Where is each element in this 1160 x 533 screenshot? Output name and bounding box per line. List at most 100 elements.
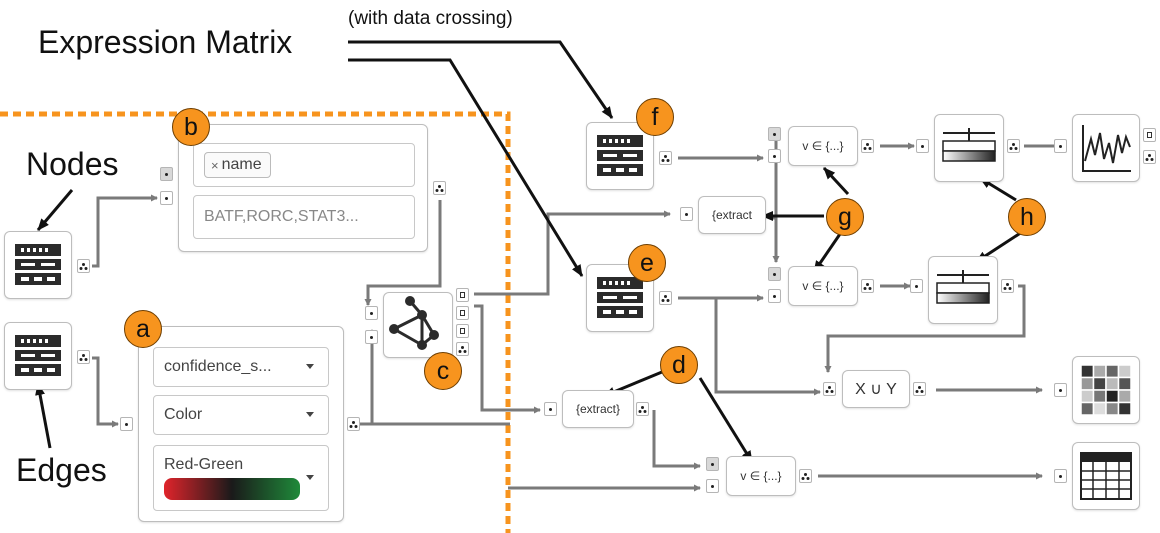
membership-mid-out[interactable] — [861, 279, 874, 293]
table-view-node[interactable] — [1072, 442, 1140, 510]
with-data-crossing-label: (with data crossing) — [348, 8, 513, 29]
filter-in-port-2[interactable] — [160, 191, 173, 205]
network-out-port-2[interactable] — [456, 306, 469, 320]
edges-data-node[interactable] — [4, 322, 72, 390]
network-out-port-3[interactable] — [456, 324, 469, 338]
arrow-g-3 — [812, 233, 842, 273]
arrow-nodes — [36, 189, 74, 231]
chevron-down-icon — [306, 412, 314, 417]
chevron-down-icon — [306, 475, 314, 480]
filter-panel: ×name BATF,RORC,STAT3... — [178, 124, 428, 252]
matrix-e-out-port[interactable] — [659, 291, 672, 305]
wire-network-extract-top — [474, 210, 671, 296]
extract-d-out-port[interactable] — [636, 402, 649, 416]
badge-f: f — [636, 98, 674, 136]
wire-visual-network — [360, 329, 376, 426]
data-table-icon — [15, 335, 61, 376]
dashed-divider — [0, 111, 511, 533]
filter-in-port-1[interactable] — [160, 167, 173, 181]
membership-node-bottom[interactable]: v ∈ {...} — [726, 456, 796, 496]
colormap-gradient — [164, 478, 300, 500]
membership-top-in-1[interactable] — [768, 127, 781, 141]
network-in-port-2[interactable] — [365, 330, 378, 344]
distribution-mid-in[interactable] — [910, 279, 923, 293]
network-view-node[interactable] — [383, 292, 453, 358]
tag-input[interactable]: ×name — [193, 143, 415, 187]
arrow-expr-e — [348, 58, 584, 277]
visual-out-port[interactable] — [347, 417, 360, 431]
line-chart-in[interactable] — [1054, 139, 1067, 153]
visual-in-port[interactable] — [120, 417, 133, 431]
tag-name[interactable]: ×name — [204, 152, 271, 178]
network-out-port-1[interactable] — [456, 288, 469, 302]
network-in-port-1[interactable] — [365, 306, 378, 320]
nodes-out-port[interactable] — [77, 259, 90, 273]
membership-node-top[interactable]: v ∈ {...} — [788, 126, 858, 166]
wire-e-union — [714, 298, 821, 396]
distribution-view-mid[interactable] — [928, 256, 998, 324]
distribution-top-in[interactable] — [916, 139, 929, 153]
values-input[interactable]: BATF,RORC,STAT3... — [193, 195, 415, 239]
table-icon — [1080, 452, 1132, 500]
line-chart-icon — [1082, 125, 1131, 172]
network-out-port-4[interactable] — [456, 342, 469, 356]
membership-bottom-in-2[interactable] — [706, 479, 719, 493]
union-out-port[interactable] — [913, 382, 926, 396]
arrow-expr-f — [348, 40, 614, 119]
colormap-select[interactable]: Red-Green — [153, 445, 329, 511]
edges-out-port[interactable] — [77, 350, 90, 364]
wire-network-extract-d — [474, 304, 541, 414]
nodes-data-node[interactable] — [4, 231, 72, 299]
union-node[interactable]: X ∪ Y — [842, 370, 910, 408]
distribution-view-top[interactable] — [934, 114, 1004, 182]
distribution-top-out[interactable] — [1007, 139, 1020, 153]
badge-g: g — [826, 198, 864, 236]
distribution-mid-out[interactable] — [1001, 279, 1014, 293]
badge-c: c — [424, 352, 462, 390]
wire-bar2-union — [824, 284, 1026, 373]
expression-matrix-label: Expression Matrix — [38, 24, 293, 60]
nodes-label: Nodes — [26, 146, 119, 182]
membership-node-mid[interactable]: v ∈ {...} — [788, 266, 858, 306]
membership-top-out[interactable] — [861, 139, 874, 153]
wire-nodes-filter — [92, 194, 158, 268]
heatmap-in[interactable] — [1054, 383, 1067, 397]
property-select[interactable]: Color — [153, 395, 329, 435]
badge-e: e — [628, 244, 666, 282]
membership-bottom-in-1[interactable] — [706, 457, 719, 471]
data-table-icon — [597, 277, 643, 318]
line-chart-node[interactable] — [1072, 114, 1140, 182]
badge-b: b — [172, 108, 210, 146]
column-select[interactable]: confidence_s... — [153, 347, 329, 387]
chevron-down-icon — [306, 364, 314, 369]
bar-chart-icon — [936, 270, 990, 304]
remove-tag-icon[interactable]: × — [211, 157, 219, 173]
line-chart-out-1[interactable] — [1143, 128, 1156, 142]
badge-d: d — [660, 346, 698, 384]
arrow-d-2 — [698, 377, 754, 463]
filter-out-port[interactable] — [433, 181, 446, 195]
expression-matrix-e-node[interactable] — [586, 264, 654, 332]
extract-node-top[interactable]: {extract — [698, 196, 766, 234]
membership-mid-in-2[interactable] — [768, 289, 781, 303]
line-chart-out-2[interactable] — [1143, 150, 1156, 164]
edges-label: Edges — [16, 452, 107, 488]
wire-filter-network — [364, 200, 442, 306]
bar-chart-icon — [942, 128, 996, 162]
table-view-in[interactable] — [1054, 469, 1067, 483]
extract-d-in-port[interactable] — [544, 402, 557, 416]
membership-top-in-2[interactable] — [768, 149, 781, 163]
membership-mid-in-1[interactable] — [768, 267, 781, 281]
heatmap-node[interactable] — [1072, 356, 1140, 424]
membership-bottom-out[interactable] — [799, 469, 812, 483]
badge-h: h — [1008, 198, 1046, 236]
expression-matrix-f-node[interactable] — [586, 122, 654, 190]
matrix-f-out-port[interactable] — [659, 151, 672, 165]
data-table-icon — [597, 135, 643, 176]
extract-top-in-port[interactable] — [680, 207, 693, 221]
extract-node-d[interactable]: {extract} — [562, 390, 634, 428]
union-in-port[interactable] — [823, 382, 836, 396]
arrow-g-1 — [822, 166, 850, 196]
arrow-edges — [35, 383, 52, 449]
